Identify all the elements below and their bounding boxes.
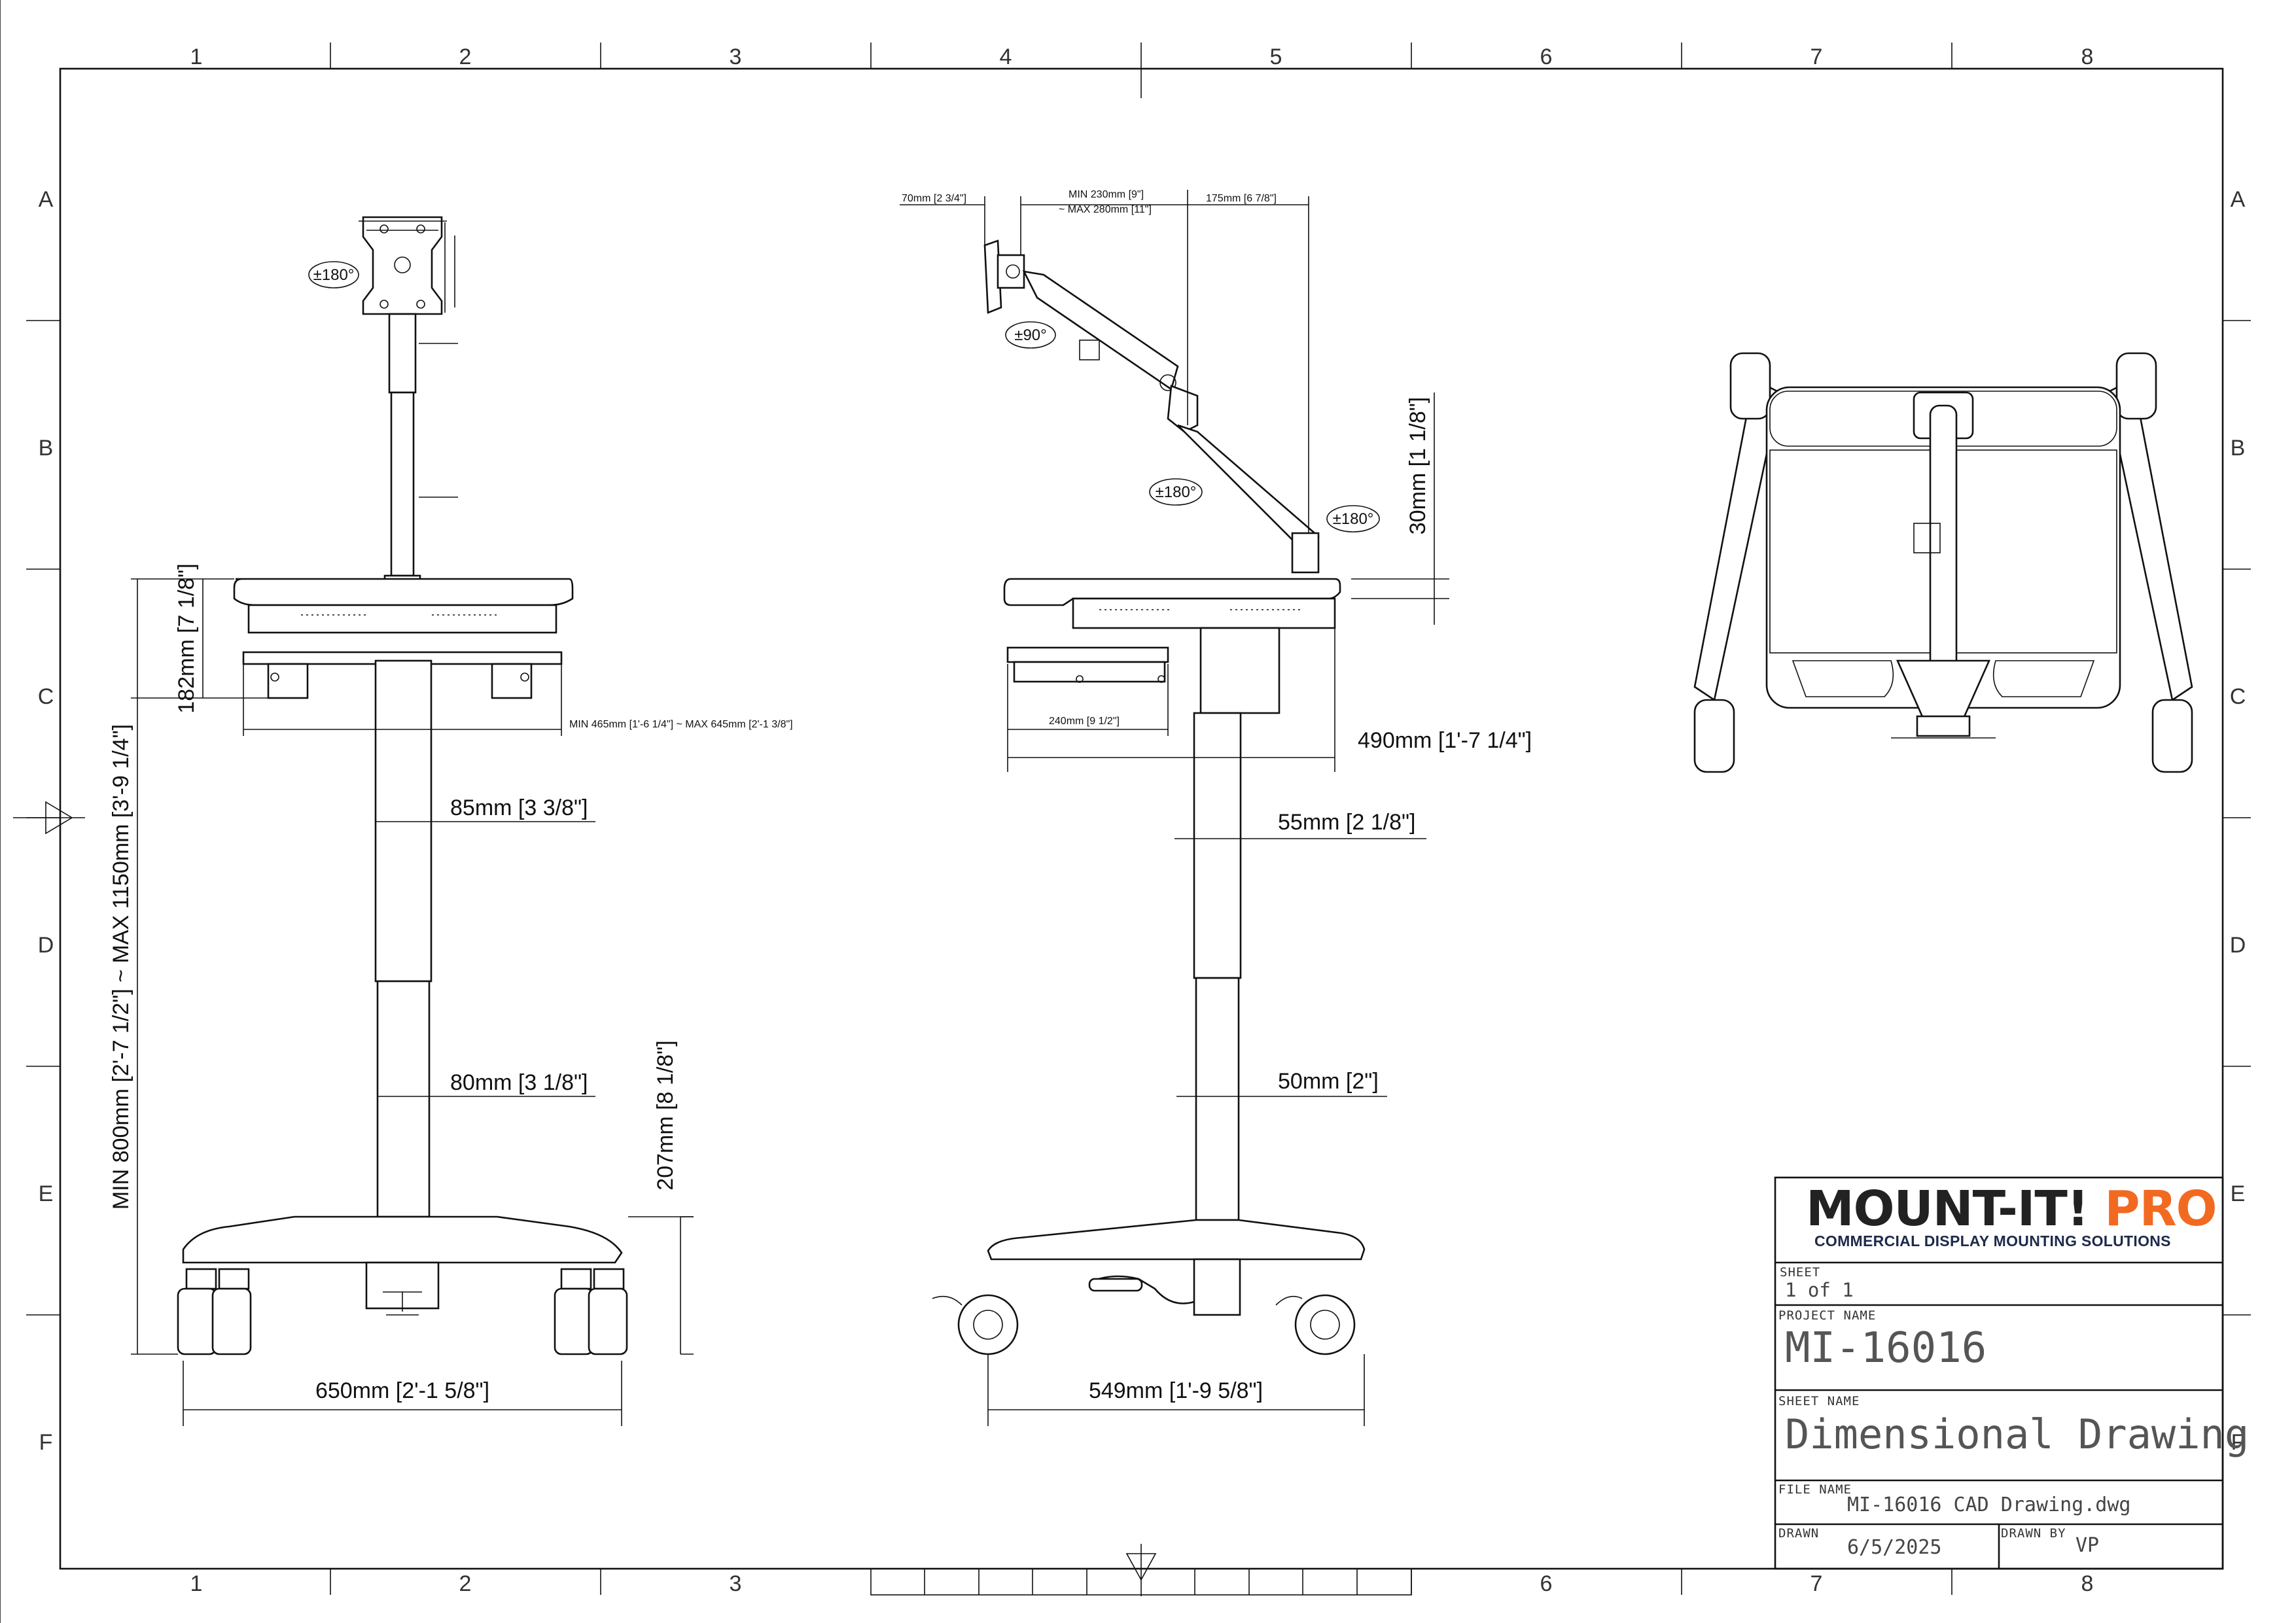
grid-col-label: 1 xyxy=(190,1571,203,1596)
grid-row-label: C xyxy=(38,684,54,709)
side-view: ±90° ±180° ±180° xyxy=(900,189,1532,1426)
title-block xyxy=(1774,1176,2224,1570)
drawn-date: 6/5/2025 xyxy=(1847,1536,1942,1559)
side-dimensions: 70mm [2 3/4"] MIN 230mm [9"] ~ MAX 280mm… xyxy=(900,189,1532,1426)
dim-base-width: 650mm [2'-1 5/8"] xyxy=(315,1378,489,1403)
sheet-name-label: SHEET NAME xyxy=(1778,1394,1860,1408)
project-name-value: MI-16016 xyxy=(1785,1324,1987,1372)
file-name-value: MI-16016 CAD Drawing.dwg xyxy=(1847,1493,2131,1516)
dim-base-height: 207mm [8 1/8"] xyxy=(653,1040,678,1190)
rotation-label: ±180° xyxy=(1333,510,1374,528)
dim-table-depth: 490mm [1'-7 1/4"] xyxy=(1358,728,1532,753)
rotation-label: ±180° xyxy=(313,266,355,284)
grid-row-label: B xyxy=(39,436,54,461)
grid-col-label: 2 xyxy=(459,1571,472,1596)
grid-col-label: 8 xyxy=(2081,1571,2094,1596)
brand-accent: PRO xyxy=(2104,1181,2217,1237)
grid-col-label: 5 xyxy=(1270,44,1282,69)
table-top xyxy=(233,578,574,699)
grid-row-label: C xyxy=(2230,684,2246,709)
dim-upper-pole: 85mm [3 3/8"] xyxy=(450,795,588,820)
dim-side-lower-pole: 50mm [2"] xyxy=(1278,1069,1379,1094)
side-pole xyxy=(1193,712,1242,1221)
grid-row-label: A xyxy=(2231,187,2246,212)
dim-side-upper-pole: 55mm [2 1/8"] xyxy=(1278,810,1416,835)
grid-row-label: D xyxy=(2230,933,2246,958)
grid-col-label: 6 xyxy=(1540,44,1553,69)
grid-col-label: 3 xyxy=(730,44,742,69)
drawn-by-label: DRAWN BY xyxy=(2001,1526,2066,1541)
sheet-label: SHEET xyxy=(1780,1265,1821,1280)
caster-base xyxy=(177,1215,628,1355)
front-view: ±180° xyxy=(109,216,793,1426)
drawn-by-value: VP xyxy=(2075,1534,2100,1557)
grid-col-label: 7 xyxy=(1810,44,1823,69)
grid-col-label: 6 xyxy=(1540,1571,1553,1596)
grid-row-label: F xyxy=(39,1430,53,1455)
brand-tagline: COMMERCIAL DISPLAY MOUNTING SOLUTIONS xyxy=(1814,1232,2171,1249)
top-view xyxy=(1693,352,2193,773)
vesa-plate xyxy=(359,216,455,315)
dim-tray-width: MIN 465mm [1'-6 1/4"] ~ MAX 645mm [2'-1 … xyxy=(569,719,793,730)
side-base xyxy=(932,1219,1366,1355)
grid-row-label: D xyxy=(38,933,54,958)
rotation-label: ±180° xyxy=(1156,483,1197,501)
dim-base-depth: 549mm [1'-9 5/8"] xyxy=(1089,1378,1263,1403)
grid-row-label: A xyxy=(39,187,54,212)
rotation-label: ±90° xyxy=(1014,326,1046,344)
dim-total-height: MIN 800mm [2'-7 1/2"] ~ MAX 1150mm [3'-9… xyxy=(109,724,133,1210)
dim-arm-reach-min: MIN 230mm [9"] xyxy=(1069,189,1144,200)
front-dimensions: 182mm [7 1/8"] MIN 800mm [2'-7 1/2"] ~ M… xyxy=(109,563,793,1426)
grid-col-label: 1 xyxy=(190,44,203,69)
grid-row-label: B xyxy=(2231,436,2246,461)
monitor-arm xyxy=(983,239,1320,574)
grid-labels: 1 2 3 4 5 6 7 8 1 2 3 6 7 8 A B C D E F … xyxy=(38,44,2246,1596)
grid-row-label: E xyxy=(39,1181,54,1206)
pole xyxy=(374,659,433,1218)
dim-arm-segment: 175mm [6 7/8"] xyxy=(1206,193,1277,204)
dim-arm-reach-max: ~ MAX 280mm [11"] xyxy=(1059,204,1152,215)
project-name-label: PROJECT NAME xyxy=(1778,1308,1877,1323)
brand-name: MOUNT-IT! xyxy=(1806,1181,2089,1237)
file-name-label: FILE NAME xyxy=(1778,1482,1852,1497)
grid-col-label: 7 xyxy=(1810,1571,1823,1596)
dim-lower-pole: 80mm [3 1/8"] xyxy=(450,1070,588,1095)
grid-col-label: 4 xyxy=(1000,44,1012,69)
brand-logo: MOUNT-IT! PRO xyxy=(1806,1181,2217,1237)
sheet-name-value: Dimensional Drawing xyxy=(1785,1410,2250,1458)
dim-plate-offset: 70mm [2 3/4"] xyxy=(902,193,966,204)
sheet-value: 1 of 1 xyxy=(1785,1279,1854,1301)
grid-row-label: F xyxy=(2231,1430,2245,1455)
dim-clamp-thickness: 30mm [1 1/8"] xyxy=(1405,397,1430,535)
grid-col-label: 8 xyxy=(2081,44,2094,69)
side-table xyxy=(1003,578,1341,714)
dim-table-height: 182mm [7 1/8"] xyxy=(174,563,199,713)
grid-col-label: 2 xyxy=(459,44,472,69)
drawn-label: DRAWN xyxy=(1778,1526,1820,1541)
dim-drawer-depth: 240mm [9 1/2"] xyxy=(1049,716,1120,727)
grid-row-label: E xyxy=(2231,1181,2246,1206)
grid-col-label: 3 xyxy=(730,1571,742,1596)
